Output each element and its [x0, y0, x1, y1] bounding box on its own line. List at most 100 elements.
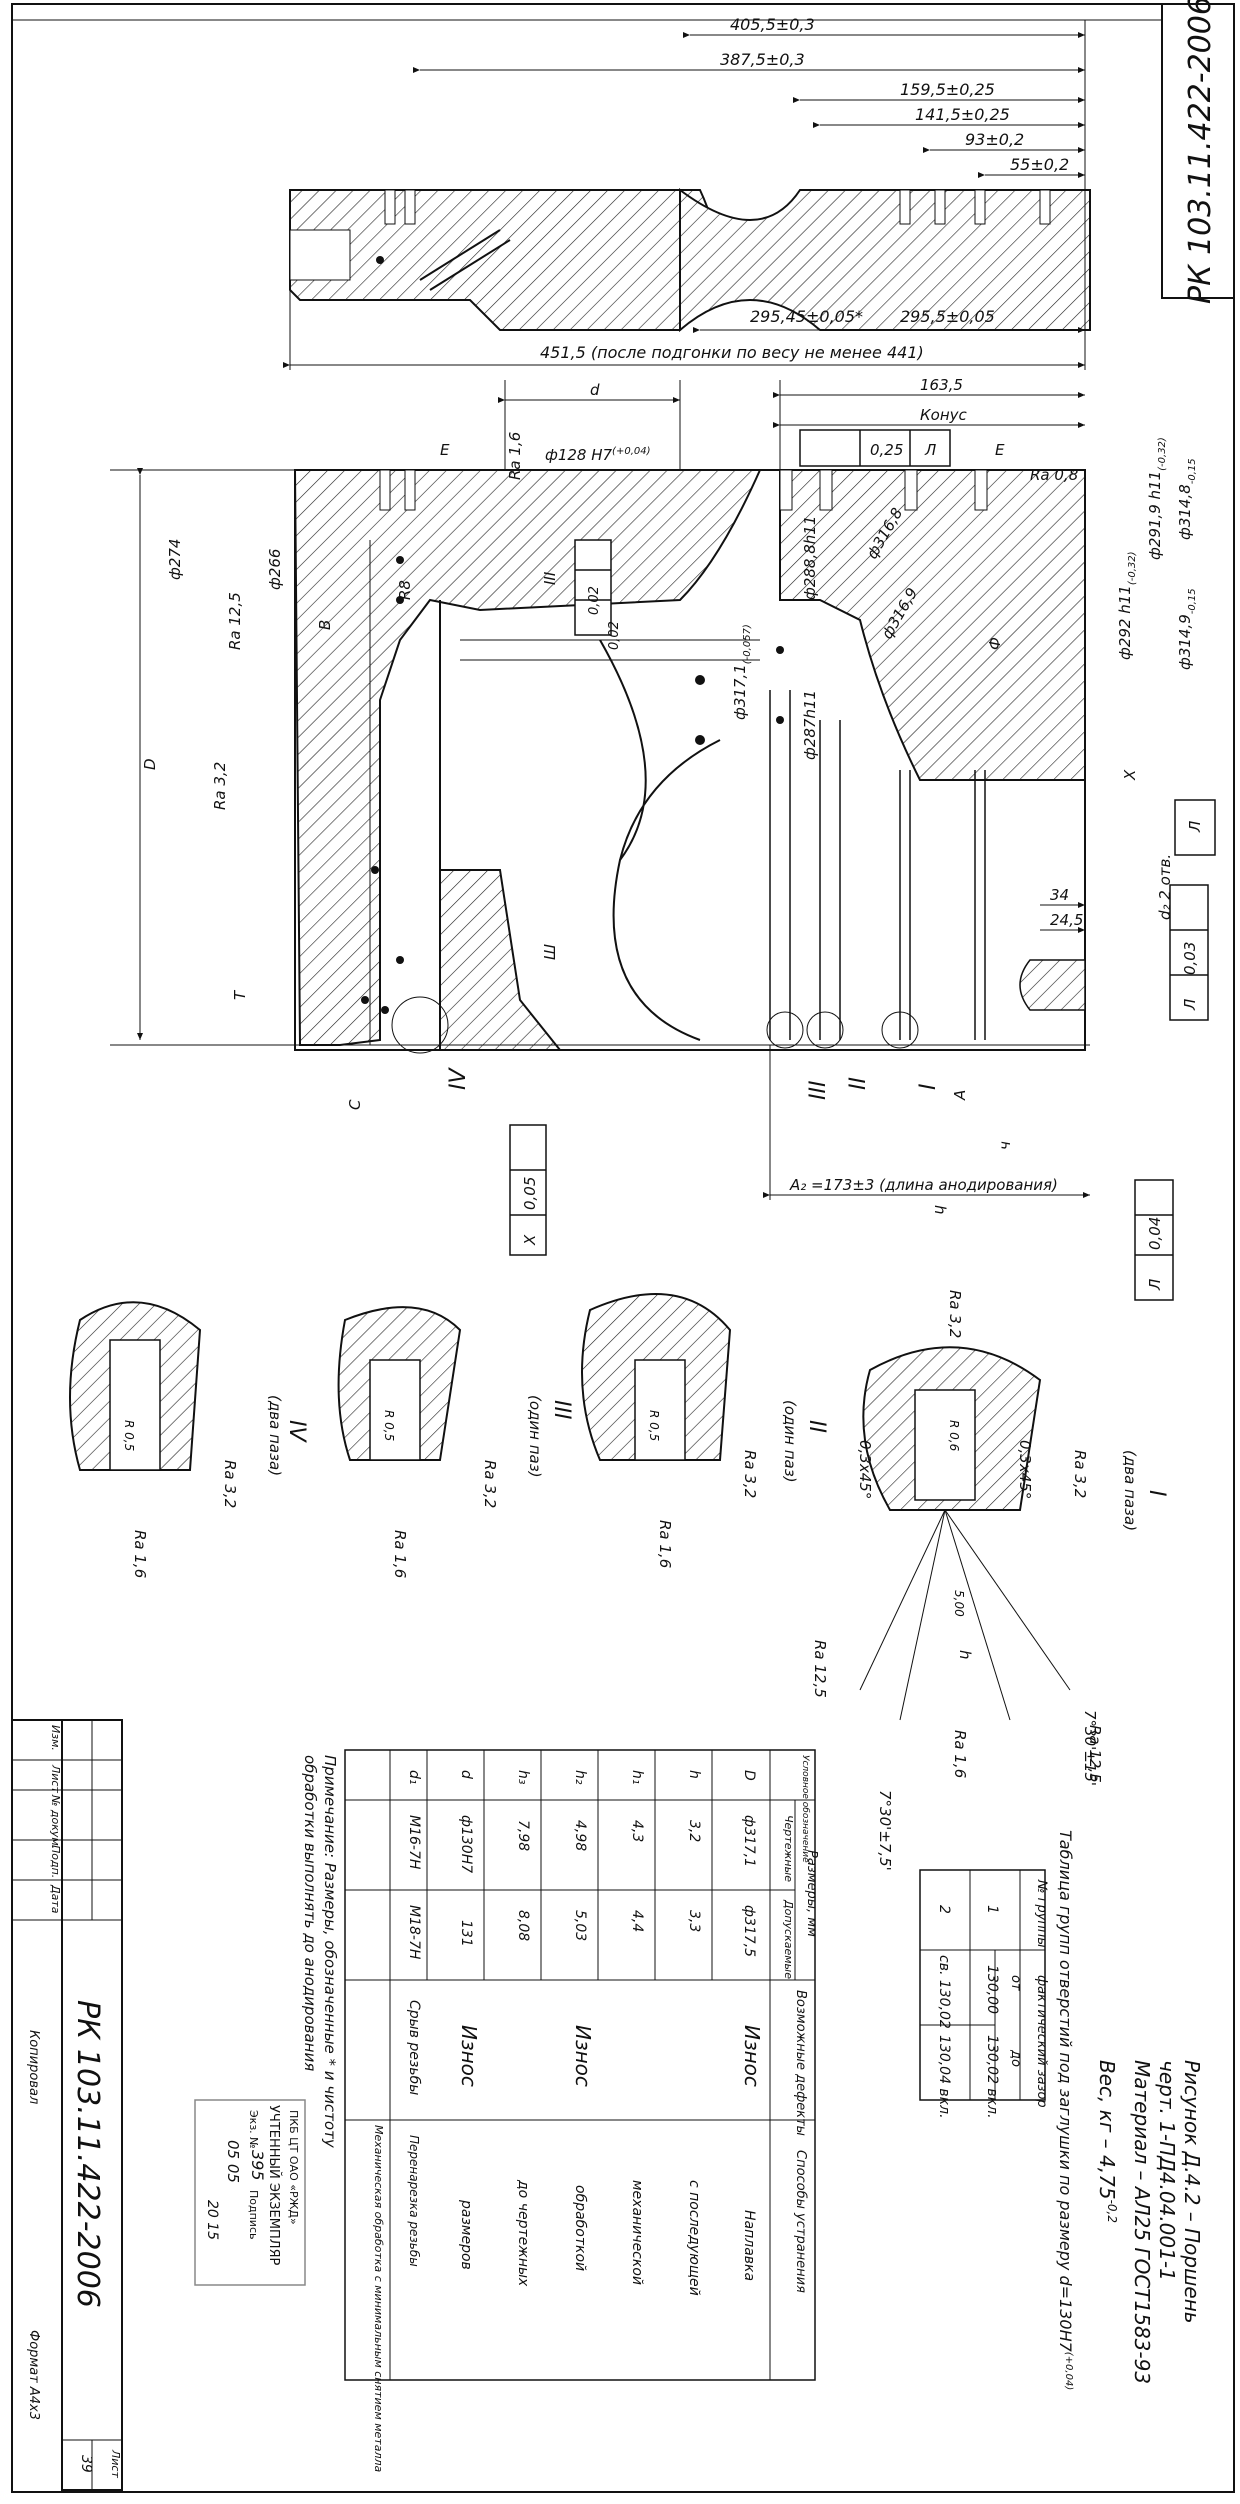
dim-29545: 295,45±0,05*: [750, 307, 863, 326]
detail-i-h: h: [956, 1650, 974, 1660]
label-datum-l: Л: [924, 441, 936, 459]
label-ch: ч: [996, 1141, 1014, 1150]
label-d: d: [590, 381, 600, 399]
detail-iv-ra32: Ra 3,2: [221, 1460, 239, 1508]
label-l-frame: Л: [1186, 821, 1204, 833]
detail-i-ra16: Ra 1,6: [951, 1730, 969, 1778]
detail-i-angle: 7°30'±15': [1081, 1710, 1099, 1786]
defects-r5-remedy: размеров: [458, 2199, 474, 2270]
detail-i-chamfer2: 0,3x45°: [856, 1440, 874, 1499]
label-sh: Ш: [541, 944, 559, 960]
format-label: Формат А4x3: [26, 2330, 41, 2420]
label-ra08: Ra 0,8: [1030, 466, 1078, 484]
detail-ii-numeral: II: [804, 1420, 829, 1433]
title-block-code: РК 103.11.422-2006: [70, 2000, 105, 2308]
defects-r4-allow: 8,08: [515, 1910, 531, 1941]
main-dimension-lines: [498, 380, 1090, 1200]
label-x2: Х: [521, 1234, 539, 1246]
defects-r0-allow: ф317,5: [741, 1905, 757, 1957]
groups-h-gap: фактический зазор: [1034, 1975, 1049, 2108]
figure-caption: Рисунок Д.4.2 – Поршень черт. 1-ПД4.04.0…: [1095, 2060, 1204, 2384]
detail-ii-ra32: Ra 3,2: [741, 1450, 759, 1498]
defects-r5-defect: Износ: [457, 2025, 481, 2087]
defects-r5-allow: 131: [458, 1920, 474, 1947]
sheet-frame: [11, 3, 1235, 2493]
dim-159: 159,5±0,25: [900, 80, 995, 99]
label-rom-ii: II: [846, 1077, 871, 1090]
top-section-view: [289, 188, 1091, 333]
label-a: А: [951, 1090, 969, 1101]
copied-label: Копировал: [26, 2030, 41, 2104]
detail-i-ra32: Ra 3,2: [1071, 1450, 1089, 1498]
label-002a: 0,02: [587, 586, 602, 615]
detail-iii-r: R 0,5: [382, 1410, 396, 1441]
label-f: Ф: [986, 637, 1004, 650]
label-d274: ф274: [166, 539, 184, 580]
defects-r0-defect: Износ: [740, 2025, 764, 2087]
rev-col-2: № докум.: [49, 1794, 62, 1849]
defects-r2-draw: 4,3: [629, 1820, 645, 1842]
detail-i-ra125b: Ra 12,5: [811, 1640, 829, 1698]
defects-h-defect: Возможные дефекты: [793, 1990, 808, 2136]
label-anod: А₂ =173±3 (длина анодирования): [789, 1176, 1058, 1194]
detail-ii-ra: Ra 1,6: [656, 1520, 674, 1568]
sheet-number: 39: [78, 2455, 94, 2473]
label-003: 0,03: [1181, 942, 1199, 975]
groups-table: Таблица групп отверстий под заглушки по …: [919, 1830, 1075, 2390]
reg-line2: УЧТЕННЫЙ ЭКЗЕМПЛЯР: [266, 2105, 282, 2266]
detail-i-ra125: Ra 12,5: [1086, 1725, 1104, 1783]
defects-r3-remedy: обработкой: [572, 2185, 588, 2271]
detail-iv-note: (два паза): [266, 1395, 284, 1476]
reg-line3: Экз. №: [247, 2110, 260, 2149]
groups-h-to: до: [1008, 2049, 1023, 2067]
label-T: Т: [231, 989, 249, 1000]
defects-r0-draw: ф317,1: [741, 1815, 757, 1867]
detail-iv-ra: Ra 1,6: [131, 1530, 149, 1578]
groups-r2-no: 2: [936, 1905, 952, 1914]
groups-r1-to: 130,02 вкл.: [984, 2035, 1000, 2119]
rev-col-3: Подп.: [49, 1845, 62, 1878]
label-005: 0,05: [521, 1177, 539, 1210]
label-iii: III: [541, 571, 559, 585]
defects-r6-sym: d₁: [406, 1770, 422, 1785]
groups-r2-to: 130,04 вкл.: [936, 2035, 952, 2119]
label-rom-i: I: [916, 1084, 941, 1091]
label-r8: R8: [396, 580, 414, 600]
reg-year: 20 15: [204, 2200, 220, 2240]
caption-line4: Вес, кг – 4,75-0,2: [1095, 2060, 1119, 2223]
label-d292: ф292 h11(-0,32): [1116, 551, 1138, 660]
defects-r2-allow: 4,4: [629, 1910, 645, 1932]
label-l2: Л: [1181, 999, 1199, 1011]
detail-iii-ra32: Ra 3,2: [481, 1460, 499, 1508]
defects-r5-sym: d: [458, 1770, 474, 1779]
reg-sign: Подпись: [247, 2190, 260, 2239]
label-D: D: [141, 758, 159, 770]
label-rom-iv: IV: [446, 1067, 471, 1090]
label-004: 0,04: [1146, 1217, 1164, 1250]
detail-views: [69, 1293, 1071, 1721]
label-e-right: Е: [995, 441, 1005, 459]
tolerance-frames: [509, 429, 1216, 1301]
defects-r4-draw: 7,98: [515, 1820, 531, 1851]
label-C: С: [346, 1099, 364, 1110]
rev-col-0: Изм.: [49, 1725, 62, 1751]
defects-h-draw: Чертежные: [782, 1815, 795, 1882]
top-stamp: РК 103.11.422-2006: [1161, 0, 1235, 304]
label-002b: 0,02: [607, 621, 622, 650]
rev-col-1: Лист: [49, 1764, 62, 1793]
groups-r1-no: 1: [984, 1905, 1000, 1914]
defects-h-sym: Условное обозначение: [800, 1755, 810, 1863]
groups-r1-from: 130,00: [984, 1965, 1000, 2014]
defects-r0-remedy: Наплавка: [741, 2210, 757, 2281]
reg-date: 05 05: [224, 2140, 242, 2183]
defects-r1-draw: 3,2: [686, 1820, 702, 1842]
defects-r6-allow: М18-7Н: [406, 1905, 422, 1960]
detail-i-numeral: I: [1144, 1490, 1169, 1497]
defects-h-remedy: Способы устранения: [793, 2150, 808, 2293]
caption-line3: Материал – АЛ25 ГОСТ1583-93: [1130, 2060, 1154, 2384]
dim-405: 405,5±0,3: [730, 15, 815, 34]
detail-i-chamfer: 0,3x45°: [1016, 1440, 1034, 1499]
defects-r1-allow: 3,3: [686, 1910, 702, 1932]
